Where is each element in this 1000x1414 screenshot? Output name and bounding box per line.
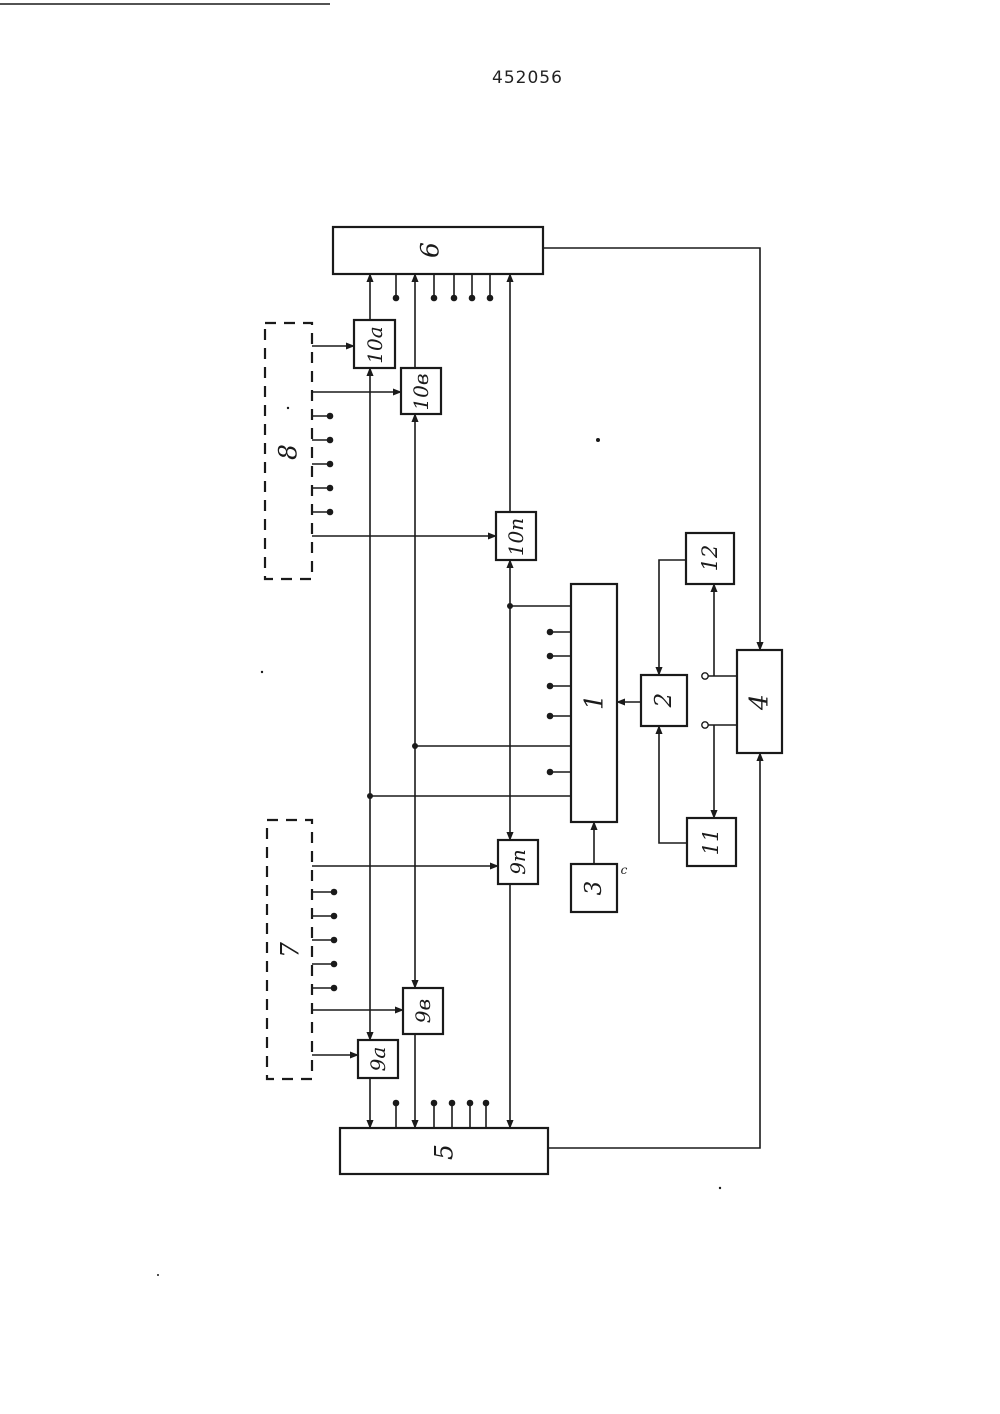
- block-10a-label: 10а: [363, 326, 387, 363]
- block-4-label: 4: [745, 694, 774, 711]
- block-9b: 9в: [403, 988, 443, 1034]
- block-9n-label: 9п: [506, 849, 530, 875]
- block-12: 12: [686, 533, 734, 584]
- block-1: 1: [571, 584, 617, 822]
- block-4: 4: [737, 650, 782, 753]
- block-5-label: 5: [430, 1144, 459, 1160]
- block-8-label: 8: [274, 444, 303, 460]
- block-10a: 10а: [354, 320, 395, 368]
- terminal-open: [702, 722, 708, 728]
- junction-dot: [412, 743, 418, 749]
- block-10b-label: 10в: [409, 373, 433, 410]
- line-11-to-2: [659, 726, 687, 843]
- block-5: 5: [340, 1128, 548, 1174]
- block-3: 3: [571, 864, 617, 912]
- block-2: 2: [641, 675, 687, 726]
- block-9b-label: 9в: [411, 999, 435, 1023]
- block-6-label: 6: [416, 242, 445, 258]
- block-11-label: 11: [699, 829, 723, 856]
- junction-dot: [507, 603, 513, 609]
- block-6: 6: [333, 227, 543, 274]
- block-2-label: 2: [651, 693, 677, 709]
- block-10b: 10в: [401, 368, 441, 414]
- block-9n: 9п: [498, 840, 538, 884]
- block-1-label: 1: [580, 694, 609, 710]
- block-10n: 10п: [496, 512, 536, 560]
- block-8: 8: [265, 323, 312, 579]
- block-8-terminals: [312, 413, 333, 516]
- block-9a-label: 9а: [366, 1047, 390, 1072]
- block-10n-label: 10п: [504, 518, 528, 556]
- line-12-to-2: [659, 560, 686, 675]
- block-7: 7: [267, 820, 312, 1079]
- block-5-terminals: [393, 1100, 490, 1128]
- block-12-label: 12: [698, 545, 722, 572]
- block-1-terminals: [547, 629, 571, 776]
- block-9a: 9а: [358, 1040, 398, 1078]
- block-7-label: 7: [276, 942, 305, 958]
- terminal-open: [702, 673, 708, 679]
- note-mark: с: [621, 863, 628, 877]
- block-3-label: 3: [581, 881, 607, 896]
- block-6-terminals: [393, 274, 494, 301]
- block-7-terminals: [312, 889, 337, 992]
- junction-dot: [367, 793, 373, 799]
- block-11: 11: [687, 818, 736, 866]
